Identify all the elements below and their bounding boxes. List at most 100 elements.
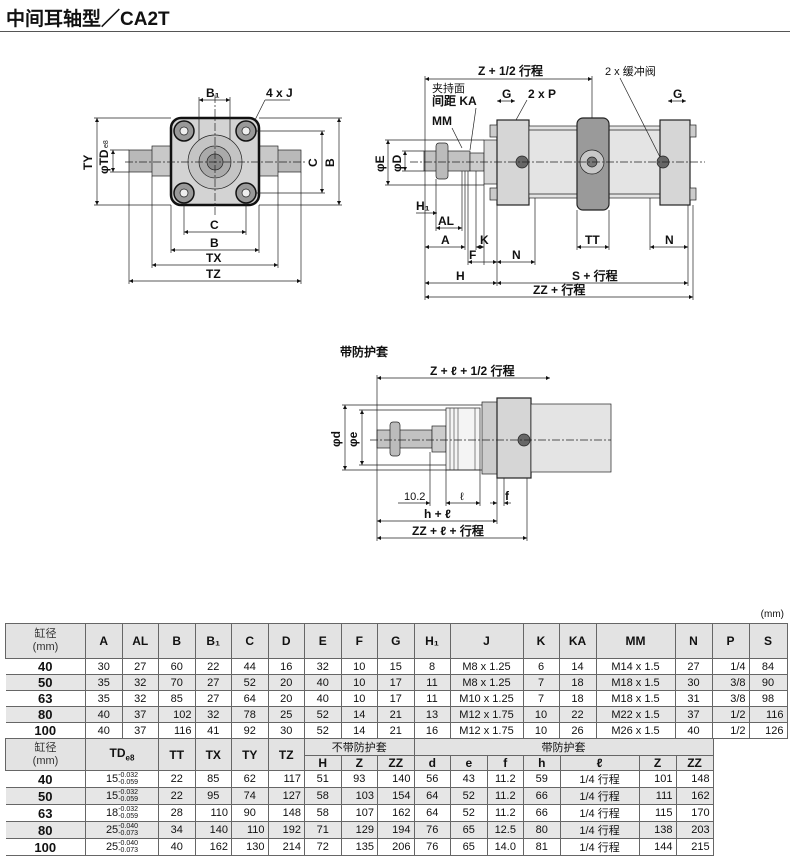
column-header: P [711, 623, 750, 659]
table-cell: 32 [121, 674, 159, 691]
table-cell: 64 [413, 804, 452, 822]
table-cell: 66 [523, 804, 561, 822]
td-lower: -0.059 [118, 813, 139, 820]
table-cell: 58 [304, 804, 342, 822]
table-cell: 62 [231, 770, 269, 788]
column-header: f [486, 755, 525, 771]
table-cell: 1/2 [711, 706, 750, 723]
table-cell: 1/2 [711, 722, 750, 739]
table-cell: 8 [413, 658, 451, 675]
table-cell: M12 x 1.75 [449, 722, 524, 739]
td-tolerance: -0.032-0.059 [118, 806, 138, 820]
table-cell: 21 [377, 722, 415, 739]
dim-g-left-label: G [502, 87, 511, 101]
table-cell: M26 x 1.5 [595, 722, 676, 739]
table-cell: 64 [231, 690, 269, 707]
dim-e-label: φE [373, 155, 387, 172]
table-cell: 116 [748, 706, 788, 723]
table-cell: M18 x 1.5 [595, 674, 676, 691]
table-cell: 92 [231, 722, 269, 739]
table-cell: 22 [558, 706, 597, 723]
table-cell: M10 x 1.25 [449, 690, 524, 707]
dim-al-label: AL [438, 214, 454, 228]
column-header: N [674, 623, 713, 659]
table-cell: 78 [231, 706, 269, 723]
table-cell: 41 [194, 722, 232, 739]
bore-cell: 80 [5, 821, 86, 839]
table-cell: 103 [340, 787, 378, 805]
td-tolerance-cell: 25-0.040-0.073 [85, 821, 159, 839]
drawings: B₁ 4 x J TY φTD e8 C B C B TX TZ Z + 1/2… [81, 63, 705, 541]
table-cell: 26 [558, 722, 597, 739]
table-cell: 43 [450, 770, 488, 788]
column-header: MM [595, 623, 676, 659]
table-cell: 111 [638, 787, 677, 805]
column-header: TX [194, 738, 232, 771]
table-cell: 17 [377, 674, 415, 691]
bore-cell: 63 [5, 804, 86, 822]
bore-cell: 80 [5, 706, 86, 723]
table-cell: 154 [377, 787, 415, 805]
table-cell: 14.0 [486, 838, 525, 856]
table-cell: 40 [304, 690, 342, 707]
table-cell: 194 [377, 821, 415, 839]
page-title: 中间耳轴型／CA2T [6, 9, 170, 30]
table-cell: 66 [523, 787, 561, 805]
td-lower: -0.059 [118, 779, 139, 786]
table-cell: 70 [158, 674, 196, 691]
jacket-dim-e-label: φe [346, 431, 360, 447]
dim-n-left-label: N [512, 248, 521, 262]
dim-s-label: S + 行程 [572, 268, 618, 283]
table-cell: 192 [267, 821, 305, 839]
dim-d-label: φD [390, 154, 404, 172]
table-cell: 148 [267, 804, 305, 822]
table-cell: 7 [522, 690, 560, 707]
table-cell: 140 [194, 821, 232, 839]
column-header: Z [638, 755, 677, 771]
table-cell: 27 [674, 658, 713, 675]
jacket-dim-d-label: φd [329, 431, 343, 447]
table-cell: 90 [231, 804, 269, 822]
table-cell: 10 [522, 722, 560, 739]
table-cell: 126 [748, 722, 788, 739]
table-cell: 14 [340, 722, 378, 739]
dim-z-label: Z + 1/2 行程 [478, 63, 543, 78]
ka-label-line1: 夹持面 [432, 81, 465, 95]
jacket-view [342, 375, 612, 541]
table-cell: 35 [85, 674, 123, 691]
column-header: S [748, 623, 788, 659]
td-nominal: 15 [105, 789, 119, 802]
table-cell: 1/4 行程 [559, 804, 640, 822]
bore-cell: 100 [5, 722, 86, 739]
td-nominal: 15 [105, 772, 119, 785]
jacket-dim-10-2-label: 10.2 [404, 491, 425, 503]
table-cell: 116 [158, 722, 196, 739]
bore-header: 缸径(mm) [5, 623, 86, 659]
bore-header: 缸径(mm) [5, 738, 86, 771]
jacket-dim-hl-label: h + ℓ [424, 507, 451, 521]
table-cell: 162 [194, 838, 232, 856]
table-cell: 40 [85, 706, 123, 723]
table-cell: 127 [267, 787, 305, 805]
column-header: B₁ [194, 623, 232, 659]
unit-label: (mm) [760, 609, 784, 620]
dim-td-tolerance: e8 [103, 140, 110, 148]
column-header: AL [121, 623, 159, 659]
table-cell: 17 [377, 690, 415, 707]
jacket-dim-zz-label: ZZ + ℓ + 行程 [412, 523, 484, 538]
table-cell: 7 [522, 674, 560, 691]
table-cell: 58 [304, 787, 342, 805]
td-upper: -0.032 [118, 772, 139, 779]
table-cell: 60 [158, 658, 196, 675]
bore-cell: 40 [5, 770, 86, 788]
table-cell: 10 [340, 658, 378, 675]
table-cell: 22 [158, 787, 196, 805]
column-header: H₁ [413, 623, 451, 659]
table-cell: 3/8 [711, 674, 750, 691]
table-cell: 215 [675, 838, 714, 856]
